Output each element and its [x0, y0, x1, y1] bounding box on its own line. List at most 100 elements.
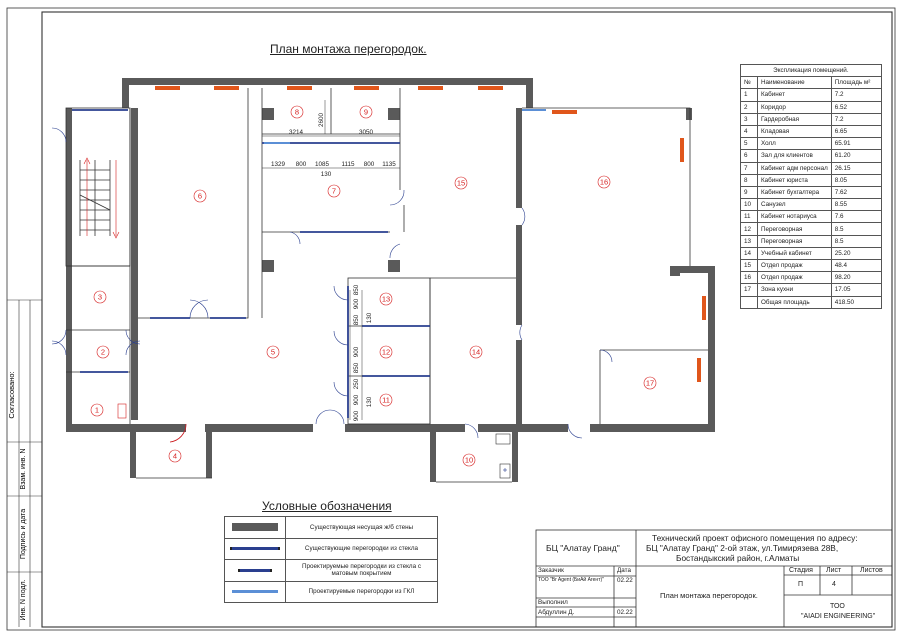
dimension-texts: 2600 3214 3050 1329 800 1085 1115 800 11…	[271, 113, 396, 422]
expl-cell-num: 4	[740, 124, 758, 139]
dim-v900c: 900	[353, 394, 360, 405]
dim-3050: 3050	[359, 129, 374, 136]
room-number-9: 9	[364, 108, 368, 117]
tb-org-line2: "AIADI ENGINEERING"	[801, 613, 876, 620]
dim-v850b: 850	[353, 314, 360, 325]
room-number-3: 3	[98, 293, 102, 302]
tb-sheet-label: Лист	[826, 567, 842, 574]
tb-customer-name: ТОО "Br Agent (БиАй Агент)"	[538, 577, 604, 583]
expl-cell-area: 65.91	[830, 137, 882, 151]
dim-130a: 130	[321, 171, 332, 178]
expl-cell-area: 17.05	[830, 283, 882, 297]
expl-cell-area: 61.20	[830, 149, 882, 163]
room-number-7: 7	[332, 187, 336, 196]
expl-cell-num: 11	[740, 210, 758, 224]
expl-cell-name: Кабинет бухгалтера	[757, 185, 832, 200]
dim-v130c: 130	[366, 396, 373, 407]
expl-cell-area: 7.2	[830, 112, 882, 126]
tb-stage-value: П	[798, 581, 804, 588]
expl-cell-num: 14	[740, 246, 758, 261]
sanitary-fixtures	[495, 433, 511, 479]
tb-executor-date: 02.22	[617, 609, 633, 616]
expl-cell-area: 6.52	[830, 100, 882, 114]
expl-cell-area: 7.6	[830, 210, 882, 224]
room-number-16: 16	[600, 178, 608, 187]
room-number-15: 15	[457, 179, 465, 188]
explication-caption: Экспликация помещений.	[740, 63, 882, 78]
expl-cell-num: 3	[740, 112, 758, 126]
tb-sheet-title: План монтажа перегородок.	[660, 591, 758, 600]
expl-cell-area: 7.2	[830, 88, 882, 102]
explication-table: Экспликация помещений. № Наименование Пл…	[740, 63, 882, 309]
dim-1135: 1135	[382, 161, 396, 168]
legend-text: Существующая несущая ж/б стены	[285, 516, 438, 539]
expl-cell-area: 48.4	[830, 258, 882, 273]
tb-customer-label: Заказчик	[538, 567, 564, 574]
title-block-lines	[535, 529, 893, 628]
dim-v900d: 900	[353, 410, 360, 421]
expl-cell-name: Кабинет юриста	[757, 173, 832, 187]
room-number-circle	[290, 105, 304, 119]
dim-v900a: 900	[353, 298, 360, 309]
expl-cell-name: Санузел	[757, 198, 832, 212]
expl-cell-num: 8	[740, 173, 758, 187]
expl-cell-name: Гардеробная	[757, 112, 832, 126]
room-number-17: 17	[646, 379, 654, 388]
room-number-circle	[469, 345, 483, 359]
expl-cell-num: 16	[740, 271, 758, 285]
tb-stage-label: Стадия	[789, 567, 813, 574]
legend-text: Проектируемые перегородки из стекла с ма…	[285, 559, 438, 582]
dim-800a: 800	[296, 161, 307, 168]
dim-1085: 1085	[315, 161, 330, 168]
room-number-1: 1	[95, 406, 99, 415]
expl-cell-name: Кладовая	[757, 124, 832, 139]
tb-sheet-value: 4	[832, 581, 836, 588]
expl-total-value: 418.50	[830, 295, 882, 309]
vzam-inv-label: Взам. инв. N	[20, 449, 27, 490]
expl-cell-name: Переговорная	[757, 222, 832, 236]
expl-cell-num: 15	[740, 258, 758, 273]
expl-cell-name: Кабинет адм персонал	[757, 161, 832, 175]
expl-cell-num: 2	[740, 100, 758, 114]
dim-800b: 800	[364, 161, 375, 168]
expl-cell-area: 7.62	[830, 185, 882, 200]
stair-arrows	[83, 157, 120, 239]
room-number-11: 11	[382, 396, 390, 405]
legend-row: Проектируемые перегородки из стекла с ма…	[224, 559, 438, 582]
tb-sheets-label: Листов	[860, 567, 883, 574]
expl-header-name: Наименование	[757, 76, 832, 90]
room-number-13: 13	[382, 295, 390, 304]
dim-1329: 1329	[271, 161, 286, 168]
door-4-swing	[169, 423, 187, 443]
expl-header-num: №	[740, 76, 758, 90]
tb-project-line2: БЦ "Алатау Гранд" 2-ой этаж, ул.Тимирязе…	[646, 543, 839, 553]
expl-cell-num: 7	[740, 161, 758, 175]
room-number-2: 2	[101, 348, 105, 357]
tb-customer-date: 02.22	[617, 577, 633, 584]
room-number-circle	[168, 449, 182, 463]
legend-text: Проектируемые перегородки из ГКЛ	[285, 580, 438, 603]
legend-symbol-glass	[224, 537, 286, 560]
legend-symbol-matte	[224, 559, 286, 582]
expl-cell-name: Отдел продаж	[757, 258, 832, 273]
left-margin-strip	[7, 299, 42, 627]
dim-3214: 3214	[289, 129, 304, 136]
expl-cell-num: 13	[740, 234, 758, 248]
sign-date-label: Подпись и дата	[20, 509, 27, 559]
room-number-circle	[96, 345, 110, 359]
dim-v850a: 850	[353, 284, 360, 295]
expl-cell-name: Отдел продаж	[757, 271, 832, 285]
expl-cell-area: 25.20	[830, 246, 882, 261]
room-number-circle	[93, 290, 107, 304]
room-number-5: 5	[271, 348, 275, 357]
